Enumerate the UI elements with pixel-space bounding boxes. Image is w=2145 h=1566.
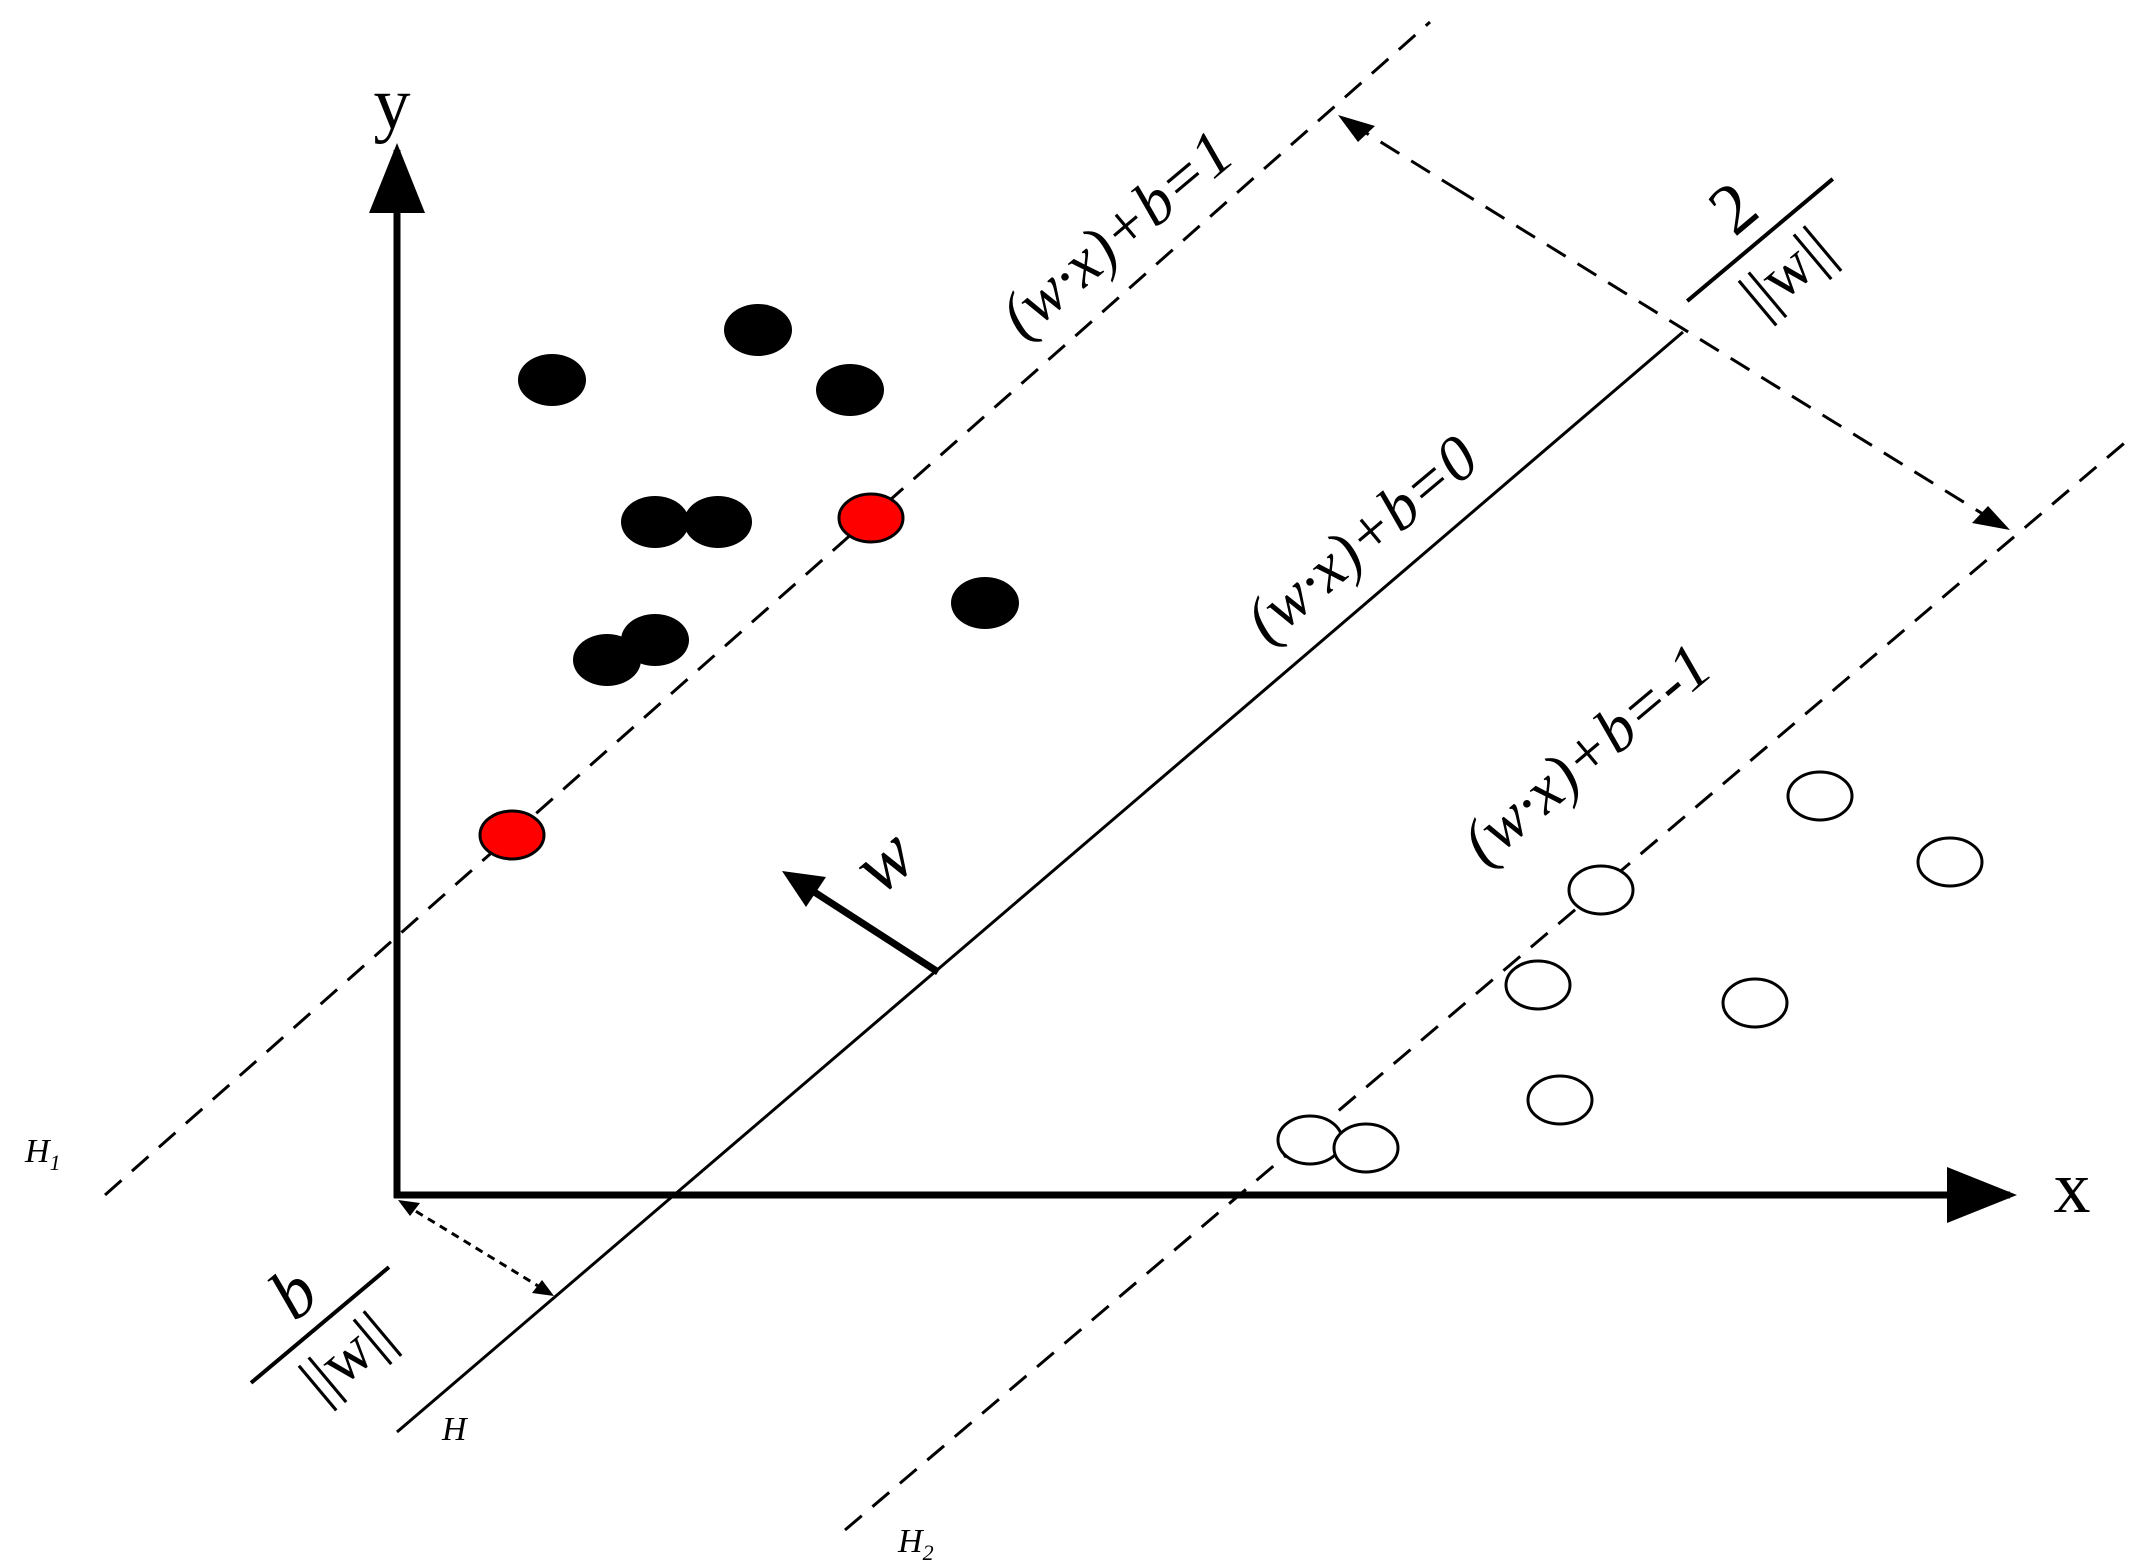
h2-label: H2 [897, 1523, 934, 1565]
positive-class-points [518, 304, 1019, 686]
normal-vector-label: w [835, 810, 931, 910]
support-vector-point [837, 492, 905, 544]
positive-point [518, 354, 586, 406]
upper-margin-equation: (w·x)+b=1 [986, 116, 1246, 350]
positive-point [684, 496, 752, 548]
offset-arrow-head-start [398, 1200, 420, 1216]
decision-boundary-line [396, 330, 1684, 1434]
margin-arrow-shaft-top [1349, 121, 1456, 190]
margin-arrow-head-bottom [1972, 506, 2010, 530]
decision-boundary-equation: (w·x)+b=0 [1231, 421, 1491, 655]
negative-point [1567, 864, 1635, 916]
positive-point [573, 634, 641, 686]
normal-vector-arrow-head [782, 871, 826, 907]
h1-label: H1 [24, 1133, 61, 1175]
y-axis-label: y [374, 63, 411, 145]
support-vectors [478, 492, 905, 861]
offset-arrow [403, 1202, 549, 1294]
negative-point [1276, 1114, 1344, 1166]
offset-fraction: b ||w|| [249, 1251, 406, 1415]
lower-margin-equation: (w·x)+b=-1 [1448, 629, 1725, 877]
upper-margin-line [104, 20, 1431, 1197]
negative-point [1916, 836, 1984, 888]
lower-margin-line [844, 438, 2129, 1532]
negative-point [1786, 770, 1854, 822]
positive-point [951, 577, 1019, 629]
normal-vector-arrow [803, 883, 940, 975]
offset-arrow-head-end [532, 1280, 554, 1296]
positive-point [816, 364, 884, 416]
positive-point [621, 496, 689, 548]
h-label: H [441, 1411, 469, 1448]
positive-point [724, 304, 792, 356]
negative-point [1526, 1074, 1594, 1126]
negative-point [1332, 1122, 1400, 1174]
support-vector-point [478, 809, 546, 861]
x-axis-label: x [2054, 1147, 2091, 1229]
negative-class-points [1276, 770, 1984, 1174]
negative-point [1721, 977, 1789, 1029]
margin-width-arrow [1454, 186, 2005, 529]
negative-point [1504, 959, 1572, 1011]
